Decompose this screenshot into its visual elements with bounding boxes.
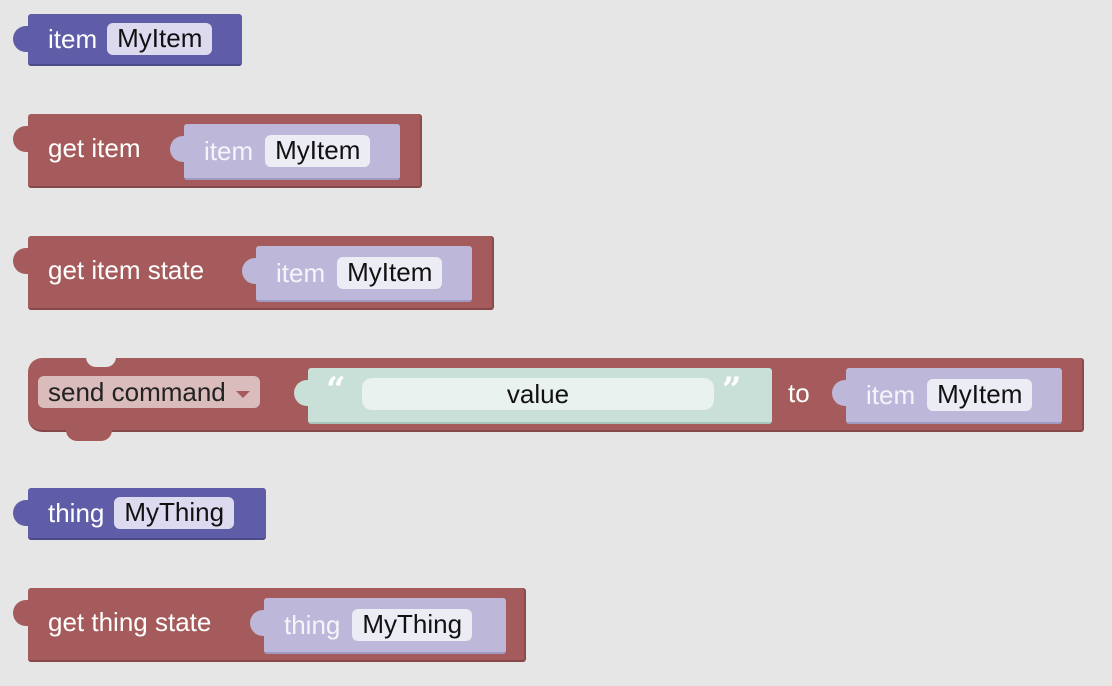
send-command-dropdown[interactable]: send command — [38, 376, 260, 408]
thing-block-keyword: thing — [48, 497, 105, 528]
send-command-block[interactable]: send command “ value ” to item MyItem — [28, 357, 1084, 441]
thing-block-output-tab — [13, 500, 29, 526]
send-command-value-text: value — [506, 378, 570, 409]
chevron-down-icon — [235, 390, 250, 398]
item-block-keyword: item — [48, 23, 98, 54]
send-command-to-label: to — [788, 378, 810, 408]
item-block[interactable]: item MyItem — [13, 14, 242, 66]
get-item-output-tab — [13, 126, 29, 152]
get-item-block[interactable]: get item item MyItem — [13, 114, 422, 188]
get-thing-state-label: get thing state — [48, 606, 212, 637]
get-item-state-output-tab — [13, 248, 29, 274]
send-command-input-keyword: item — [866, 379, 916, 410]
send-command-dropdown-label: send command — [48, 376, 226, 407]
get-item-input-name-field[interactable]: MyItem — [265, 135, 371, 167]
get-item-state-input-item[interactable]: item MyItem — [242, 246, 472, 302]
get-item-state-input-keyword: item — [276, 257, 326, 288]
thing-block[interactable]: thing MyThing — [13, 488, 266, 540]
item-block-output-tab — [13, 26, 29, 52]
get-thing-state-input-name-field[interactable]: MyThing — [352, 609, 473, 641]
send-command-text-input[interactable]: “ value ” — [294, 368, 772, 424]
get-item-input-item[interactable]: item MyItem — [170, 124, 400, 180]
get-item-state-input-name-field[interactable]: MyItem — [337, 257, 443, 289]
get-item-state-input-tab — [242, 258, 257, 284]
get-thing-state-block[interactable]: get thing state thing MyThing — [13, 588, 526, 662]
get-thing-state-input-keyword: thing — [284, 609, 341, 640]
send-command-input-name-field[interactable]: MyItem — [927, 379, 1033, 411]
item-block-name-field[interactable]: MyItem — [107, 23, 213, 55]
get-thing-state-input-tab — [250, 610, 265, 636]
send-command-next-tab — [66, 430, 112, 441]
send-command-item-input-tab — [832, 380, 847, 406]
get-thing-state-output-tab — [13, 600, 29, 626]
get-item-state-block[interactable]: get item state item MyItem — [13, 236, 494, 310]
thing-block-name-field[interactable]: MyThing — [114, 497, 235, 529]
get-item-state-label: get item state — [48, 254, 205, 285]
get-item-label: get item — [48, 132, 141, 163]
close-quote-icon: ” — [722, 370, 742, 410]
get-thing-state-input-thing[interactable]: thing MyThing — [250, 598, 506, 654]
open-quote-icon: “ — [326, 370, 346, 410]
get-item-input-tab — [170, 136, 185, 162]
text-input-tab — [294, 380, 309, 406]
get-item-input-keyword: item — [204, 135, 254, 166]
send-command-input-item[interactable]: item MyItem — [832, 368, 1062, 424]
send-command-value-field[interactable]: value — [362, 378, 714, 410]
send-command-previous-notch — [86, 357, 116, 367]
